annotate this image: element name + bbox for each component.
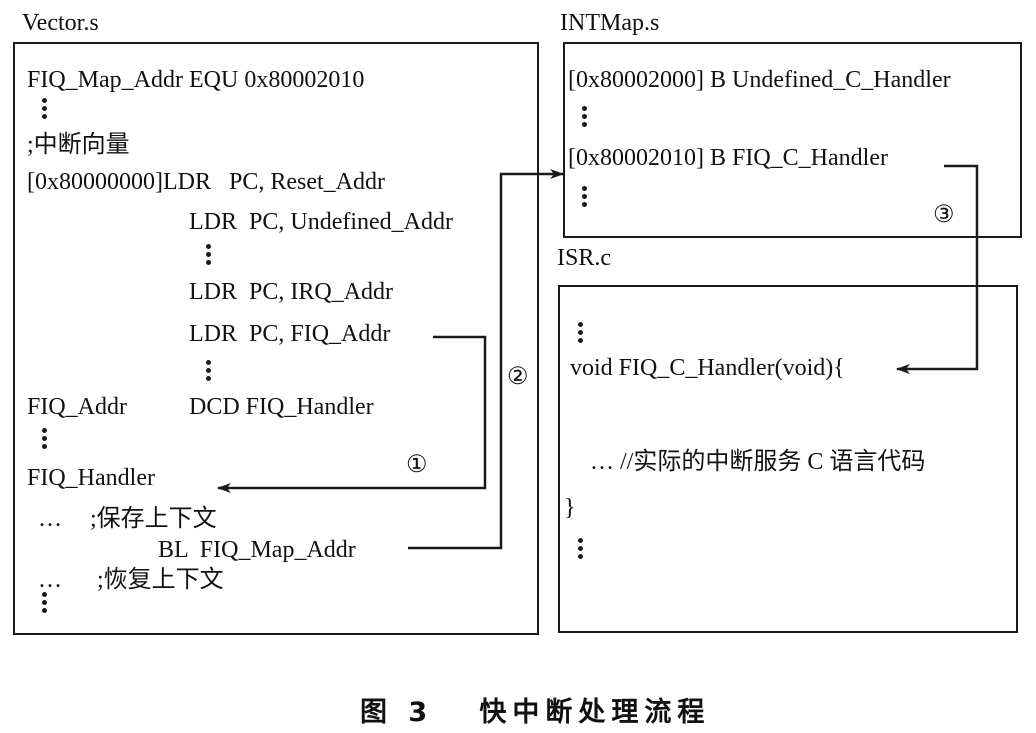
flow-arrow-step-1 bbox=[217, 335, 487, 493]
intmap-undefined-line: [0x80002000] B Undefined_C_Handler bbox=[568, 67, 951, 93]
vector-equ-line: FIQ_Map_Addr EQU 0x80002010 bbox=[27, 67, 365, 93]
vector-undefined-line: LDR PC, Undefined_Addr bbox=[189, 209, 453, 235]
vector-restore-context: ;恢复上下文 bbox=[97, 567, 224, 593]
ellipsis-vertical-icon bbox=[206, 360, 212, 384]
vector-bl-line: BL FIQ_Map_Addr bbox=[158, 537, 356, 563]
step-3-label: ③ bbox=[933, 202, 955, 228]
vector-irq-line: LDR PC, IRQ_Addr bbox=[189, 279, 394, 305]
vector-reset-line: [0x80000000]LDR PC, Reset_Addr bbox=[27, 169, 385, 195]
vector-fiq-handler-label: FIQ_Handler bbox=[27, 465, 155, 491]
vector-save-context: ;保存上下文 bbox=[90, 506, 217, 532]
ellipsis-vertical-icon bbox=[582, 186, 588, 210]
ellipsis-horizontal-icon: … bbox=[38, 567, 62, 593]
vector-fiq-addr-label: FIQ_Addr bbox=[27, 394, 127, 420]
intmap-file-title: INTMap.s bbox=[560, 10, 660, 36]
isr-file-title: ISR.c bbox=[557, 245, 611, 271]
ellipsis-vertical-icon bbox=[206, 244, 212, 268]
intmap-fiq-line: [0x80002010] B FIQ_C_Handler bbox=[568, 145, 888, 171]
isr-file-box bbox=[558, 285, 1018, 633]
ellipsis-horizontal-icon: … bbox=[38, 506, 62, 532]
flow-arrow-step-2 bbox=[408, 169, 564, 550]
isr-function-signature: void FIQ_C_Handler(void){ bbox=[570, 355, 845, 381]
step-1-label: ① bbox=[406, 452, 428, 478]
vector-file-title: Vector.s bbox=[22, 10, 99, 36]
step-2-label: ② bbox=[507, 364, 529, 390]
flow-arrow-step-3 bbox=[896, 164, 979, 374]
vector-file-box bbox=[13, 42, 539, 635]
vector-fiq-addr-dcd: DCD FIQ_Handler bbox=[189, 394, 374, 420]
vector-fiq-line: LDR PC, FIQ_Addr bbox=[189, 321, 391, 347]
ellipsis-vertical-icon bbox=[42, 98, 48, 122]
ellipsis-vertical-icon bbox=[578, 538, 584, 562]
ellipsis-vertical-icon bbox=[578, 322, 584, 346]
ellipsis-vertical-icon bbox=[42, 428, 48, 452]
vector-comment-line: ;中断向量 bbox=[27, 132, 130, 158]
intmap-file-box bbox=[563, 42, 1022, 238]
isr-function-body: … //实际的中断服务 C 语言代码 bbox=[590, 449, 926, 475]
ellipsis-vertical-icon bbox=[582, 106, 588, 130]
figure-caption: 图 3 快中断处理流程 bbox=[360, 697, 711, 728]
ellipsis-vertical-icon bbox=[42, 592, 48, 616]
isr-closing-brace: } bbox=[564, 495, 576, 521]
